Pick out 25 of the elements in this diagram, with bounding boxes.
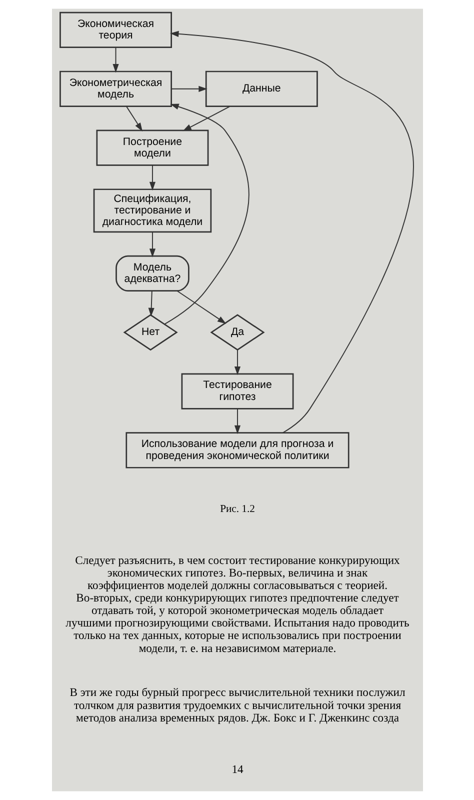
arrow xyxy=(164,104,249,325)
node-box: Эконометрическая модель xyxy=(59,70,172,107)
arrow xyxy=(125,106,142,132)
label: 14 xyxy=(231,763,243,776)
node-box: Тестирование гипотез xyxy=(180,373,294,410)
arrow xyxy=(234,349,240,376)
node-box: Спецификация, тестирование и диагностика модели xyxy=(92,188,212,233)
arrow xyxy=(148,164,156,191)
label: Следует разъяснить, в чем состоит тестирование конкурирующих экономических гипотез. Во-первых, величина и знак коэффициентов моделей должны согласовываться с теорией. Во-вторых, среди конкурирующих гипотез предпочтение следует отдавать той, у которой эконометрическая модель обладает лучшими прогнозирующими свойствами. Испытания надо проводить только на тех данных, которые не использовались при построении модели, т. е. на независимом материале. xyxy=(65,554,409,655)
label: В эти же годы бурный прогресс вычислительной техники послужил толчком для развития трудоемких с вычислительной точки зрения методов анализа временных рядов. Дж. Бокс и Г. Дженкинс созда xyxy=(69,686,405,724)
node-diamond: Нет xyxy=(122,314,178,351)
arrow xyxy=(234,408,240,434)
node-box: Использование модели для прогноза и проведения экономической политики xyxy=(125,432,349,468)
node-box: Модель адекватна? xyxy=(115,255,189,292)
arrow xyxy=(148,232,156,258)
arrow xyxy=(176,290,226,324)
node-box: Построение модели xyxy=(96,130,208,166)
arrow xyxy=(170,30,414,434)
node-box: Данные xyxy=(204,70,318,107)
label: Рис. 1.2 xyxy=(220,504,254,515)
arrow xyxy=(148,290,154,317)
arrow xyxy=(170,86,207,92)
arrow xyxy=(112,46,118,73)
node-box: Экономическая теория xyxy=(59,12,172,48)
arrow xyxy=(182,106,230,132)
